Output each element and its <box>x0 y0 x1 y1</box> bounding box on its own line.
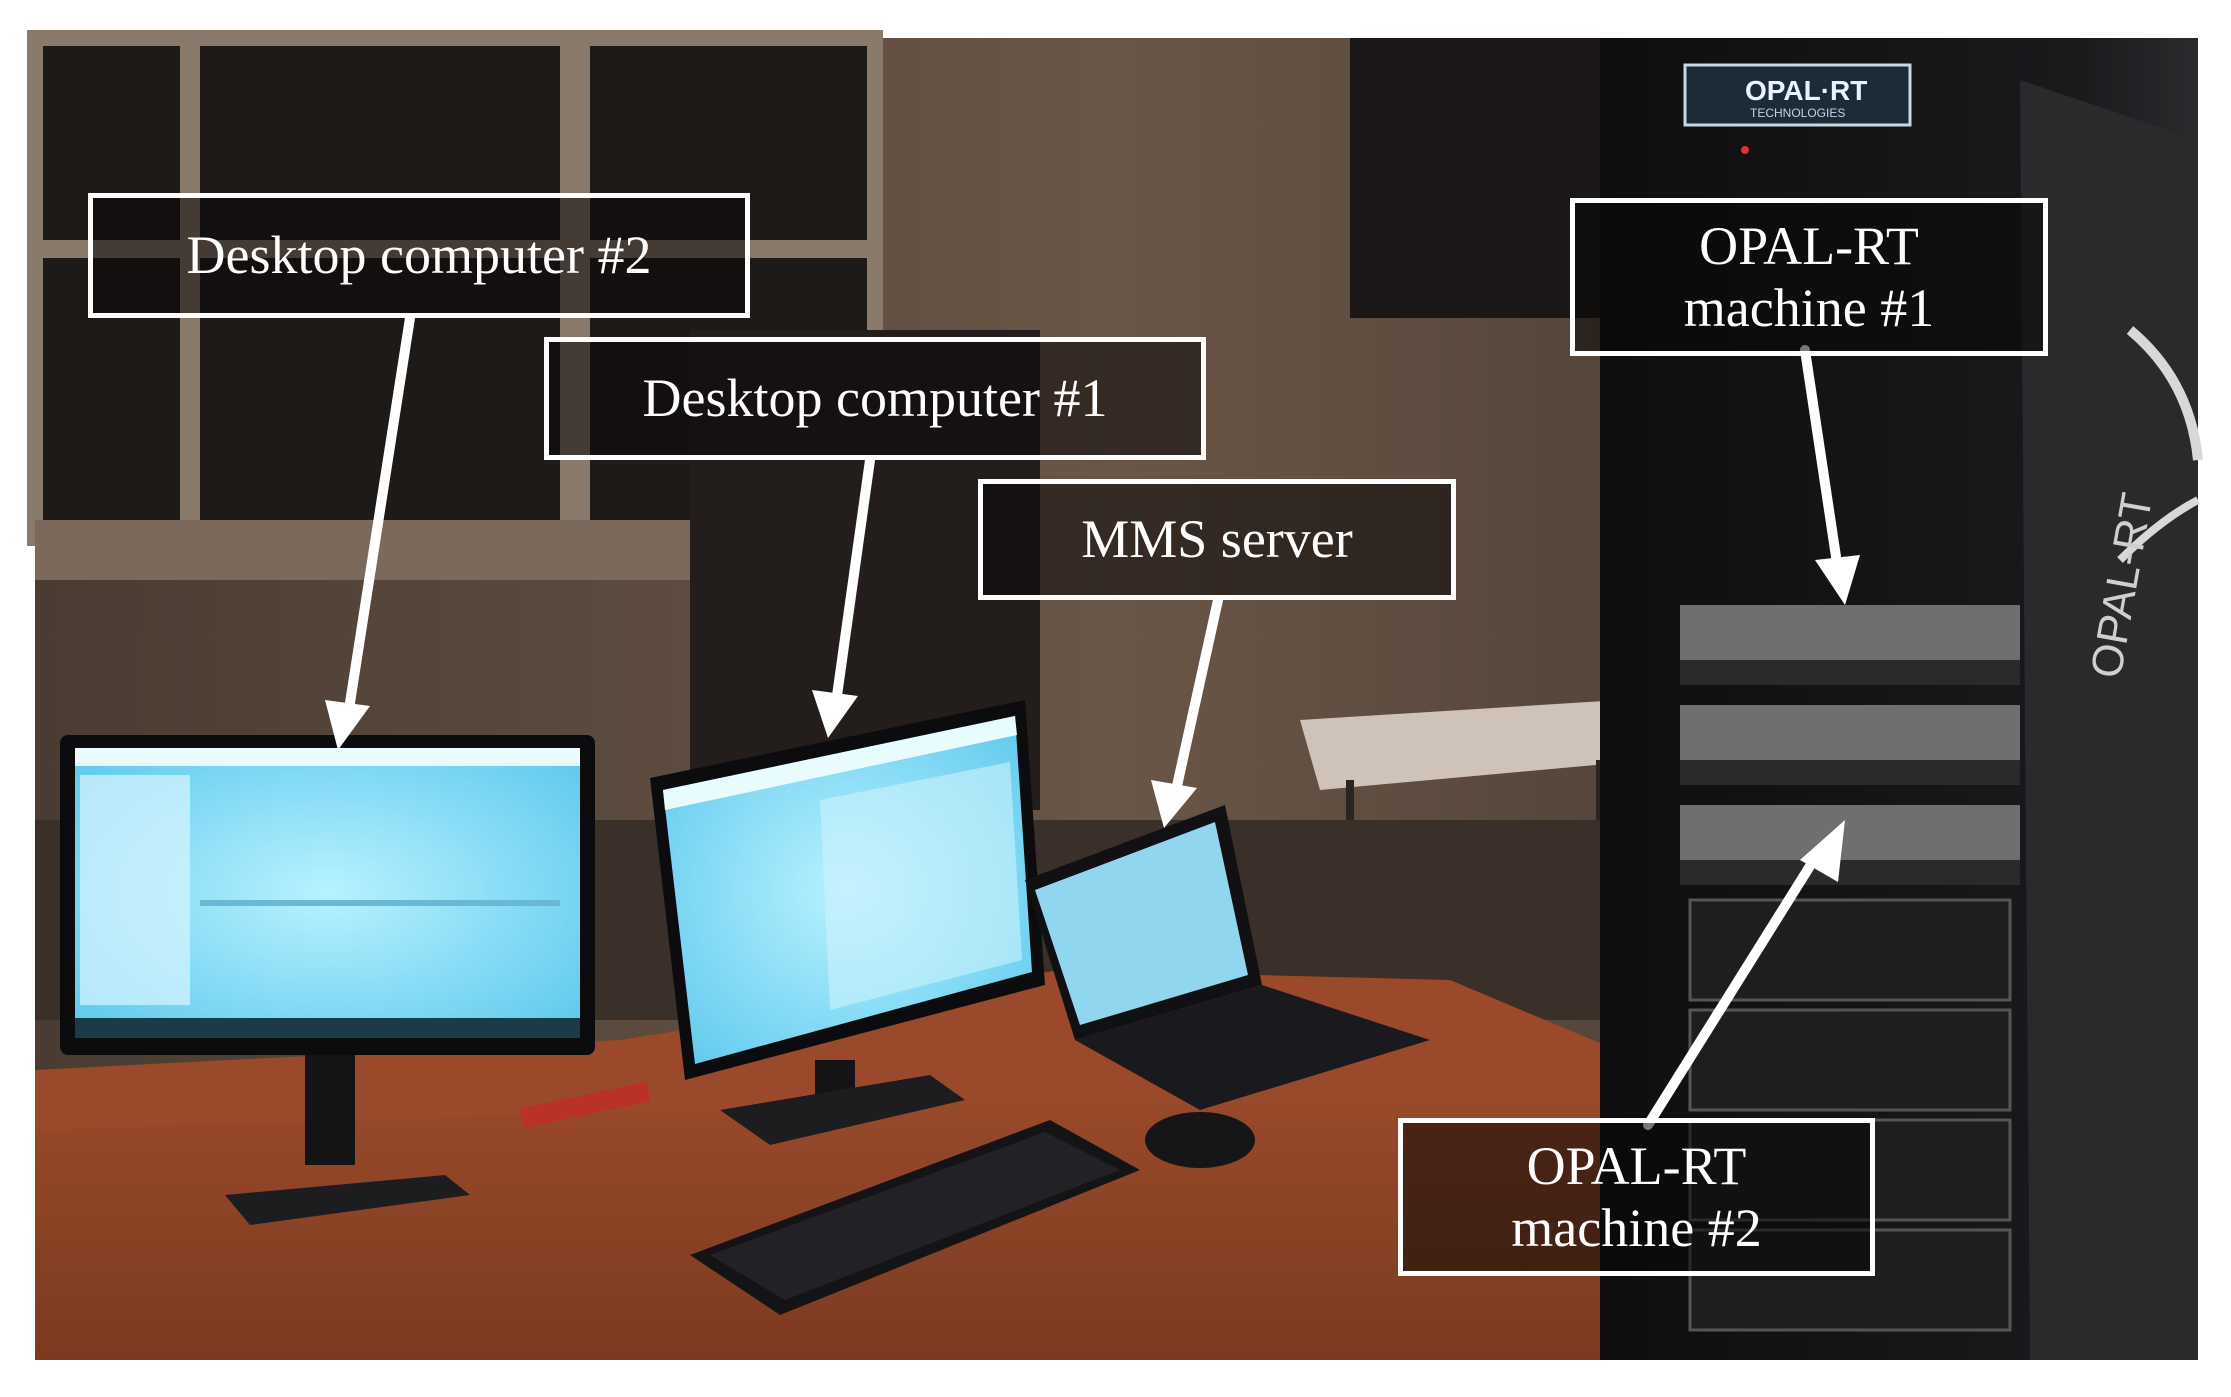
arrow-desktop-2-head <box>325 700 370 750</box>
rack-unit-1 <box>1680 605 2020 660</box>
arrow-opal-2-head <box>1800 820 1845 882</box>
callout-mms-server: MMS server <box>978 479 1456 600</box>
rack-logo-brand: OPAL·RT <box>1745 75 1867 106</box>
arrow-opal-1-head <box>1815 555 1860 605</box>
arrow-mms-head <box>1151 780 1197 828</box>
back-table <box>1300 700 1650 790</box>
arrow-opal-2 <box>1643 845 1825 1130</box>
rack-io-panel-2 <box>1688 1008 2012 1112</box>
callout-opal-rt-machine-2: OPAL-RT machine #2 <box>1398 1118 1875 1276</box>
arrow-desktop-2 <box>342 313 415 727</box>
arrow-opal-1 <box>1800 345 1843 575</box>
desktop-computer-1 <box>650 700 1045 1145</box>
opal-rt-rack: OPAL-RT OPAL·RT TECHNOLOGIES <box>1600 38 2203 1360</box>
callout-arrows <box>325 313 1860 1130</box>
desktop-computer-2 <box>60 735 595 1225</box>
callout-desktop-computer-1: Desktop computer #1 <box>544 337 1206 460</box>
rack-io-panel-1 <box>1688 898 2012 1002</box>
arrow-desktop-1-head <box>812 690 858 738</box>
rack-unit-2 <box>1680 705 2020 760</box>
arrow-desktop-1 <box>830 455 875 715</box>
rack-logo-sub: TECHNOLOGIES <box>1750 106 1845 120</box>
arrow-mms <box>1170 595 1223 800</box>
callout-desktop-computer-2: Desktop computer #2 <box>88 193 750 318</box>
mouse <box>1145 1112 1255 1168</box>
callout-opal-rt-machine-1: OPAL-RT machine #1 <box>1570 198 2048 356</box>
mms-server-laptop <box>1025 805 1430 1110</box>
rack-logo-plate <box>1683 63 1912 127</box>
rack-unit-3 <box>1680 805 2020 860</box>
